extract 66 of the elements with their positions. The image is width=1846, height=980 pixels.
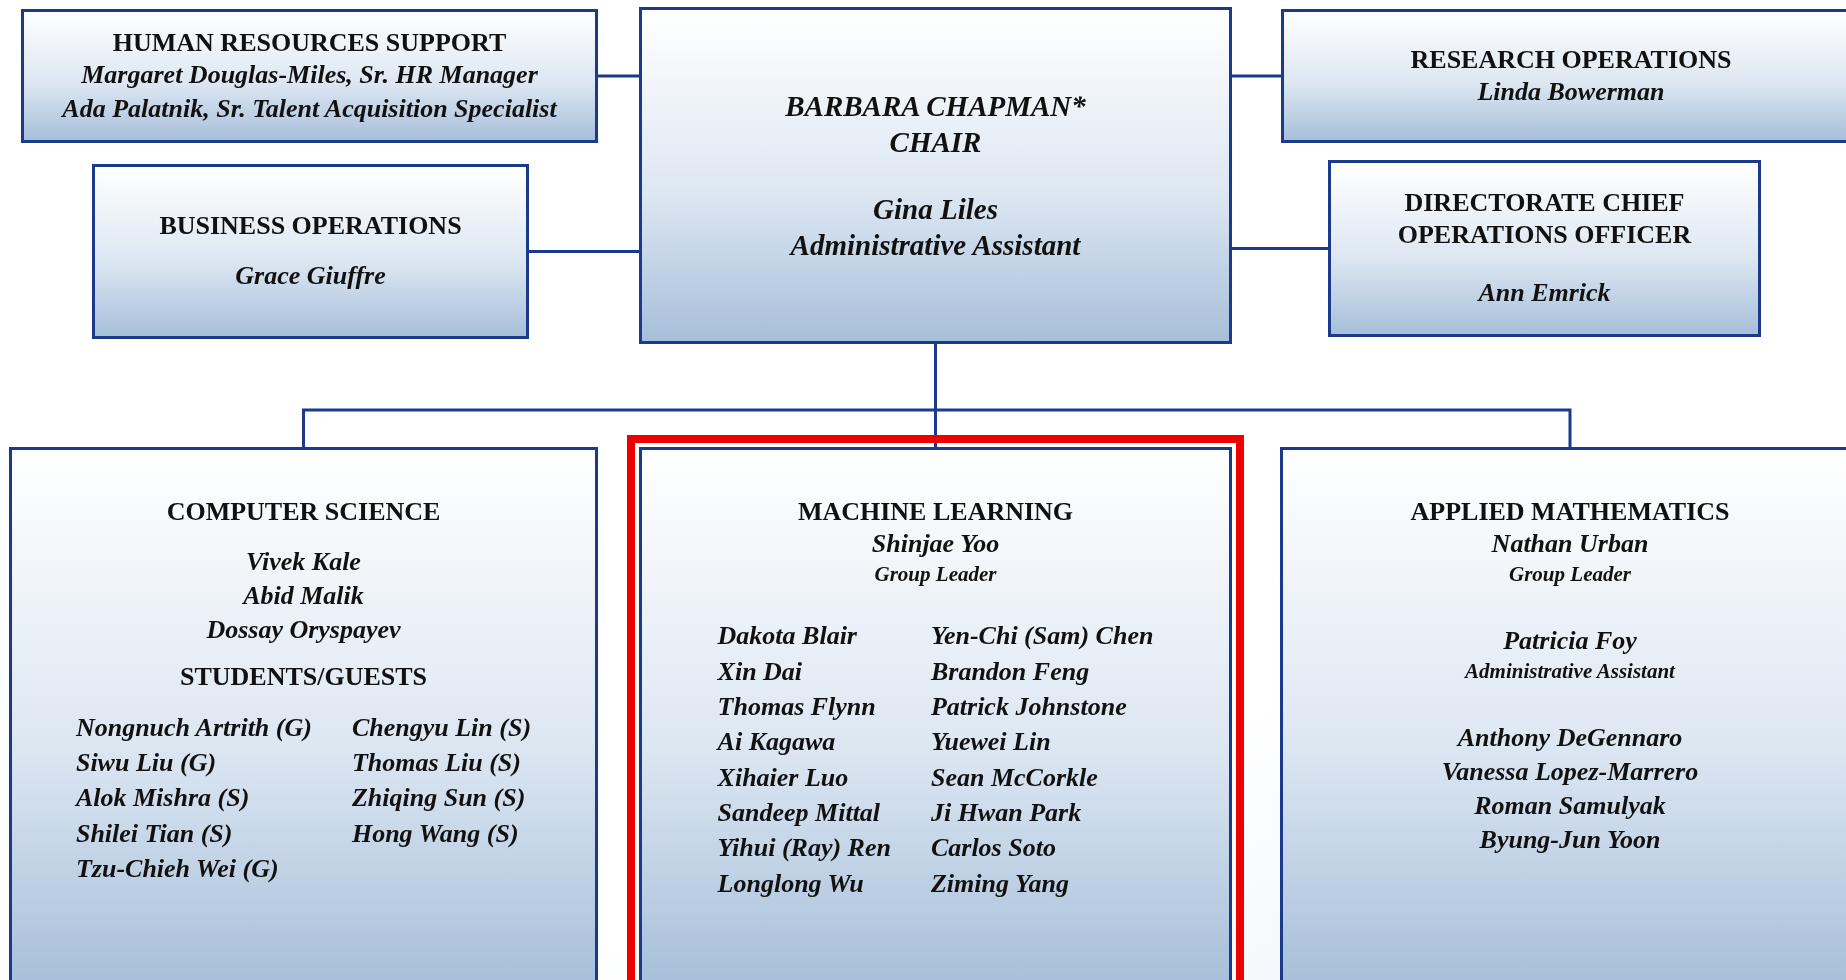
department-box — [1328, 160, 1761, 337]
person-name: Brandon Feng — [930, 655, 1091, 688]
person-name: Patrick Johnstone — [930, 691, 1128, 723]
person-name: Linda Bowerman — [1477, 75, 1665, 108]
person-name: Ji Hwan Park — [930, 797, 1083, 830]
person-name: BARBARA CHAPMAN* — [785, 89, 1086, 124]
person-name: Administrative Assistant — [790, 227, 1081, 263]
person-name: Sean McCorkle — [930, 761, 1099, 794]
connector-line — [598, 74, 639, 78]
heading: HUMAN RESOURCES SUPPORT — [112, 26, 507, 58]
person-name: Hong Wang (S) — [351, 817, 520, 850]
person-name: Xin Dai — [717, 655, 804, 688]
person-name: Zhiqing Sun (S) — [351, 782, 527, 815]
person-name: Alok Mishra (S) — [75, 782, 251, 815]
person-name: Dakota Blair — [717, 620, 858, 653]
connector-line — [1232, 74, 1281, 78]
job-title: Administrative Assistant — [1465, 658, 1675, 686]
heading: MACHINE LEARNING — [797, 496, 1074, 528]
heading: STUDENTS/GUESTS — [179, 660, 428, 692]
person-name: Byung-Jun Yoon — [1479, 823, 1661, 856]
person-name: Sandeep Mittal — [717, 797, 882, 830]
person-name: Gina Liles — [873, 191, 998, 227]
person-name: Nathan Urban — [1491, 528, 1649, 561]
department-box — [92, 164, 529, 339]
person-name: Ann Emrick — [1478, 276, 1611, 309]
person-name: CHAIR — [889, 125, 982, 161]
heading: BUSINESS OPERATIONS — [159, 210, 462, 242]
person-name: Shinjae Yoo — [871, 528, 1000, 561]
person-name: Yen-Chi (Sam) Chen — [930, 620, 1154, 653]
person-name: Siwu Liu (G) — [75, 747, 218, 780]
person-name: Vanessa Lopez-Marrero — [1441, 756, 1699, 789]
department-box — [21, 9, 598, 143]
person-name: Thomas Flynn — [717, 691, 877, 723]
person-name: Thomas Liu (S) — [351, 747, 522, 780]
person-name: Yihui (Ray) Ren — [717, 832, 891, 865]
person-name: Xihaier Luo — [717, 761, 850, 794]
person-name: Anthony DeGennaro — [1457, 722, 1683, 755]
person-name: Yuewei Lin — [930, 726, 1052, 759]
person-name: Grace Giuffre — [235, 260, 386, 293]
job-title: Group Leader — [1509, 561, 1631, 588]
person-name: Longlong Wu — [717, 867, 865, 900]
person-name: Vivek Kale — [246, 546, 361, 579]
person-name: Chengyu Lin (S) — [351, 711, 532, 744]
person-name: Ada Palatnik, Sr. Talent Acquisition Specialist — [62, 92, 557, 125]
person-name: Ziming Yang — [930, 867, 1070, 900]
heading: COMPUTER SCIENCE — [166, 496, 441, 528]
heading: APPLIED MATHEMATICS — [1410, 496, 1730, 528]
department-box — [1281, 9, 1846, 143]
person-name: Abid Malik — [243, 580, 364, 612]
heading: DIRECTORATE CHIEF OPERATIONS OFFICER — [1396, 187, 1693, 250]
person-name: Margaret Douglas-Miles, Sr. HR Manager — [81, 58, 538, 91]
person-name: Shilei Tian (S) — [75, 817, 234, 850]
person-name: Carlos Soto — [930, 832, 1057, 865]
person-name: Roman Samulyak — [1474, 789, 1666, 822]
department-box — [9, 447, 598, 980]
person-name: Patricia Foy — [1503, 625, 1637, 658]
person-name: Ai Kagawa — [717, 726, 837, 759]
person-name: Tzu-Chieh Wei (G) — [75, 853, 280, 886]
connector-line — [1232, 247, 1328, 250]
connector-line — [529, 250, 639, 253]
job-title: Group Leader — [874, 561, 997, 588]
person-name: Nongnuch Artrith (G) — [75, 711, 312, 744]
heading: RESEARCH OPERATIONS — [1410, 43, 1732, 75]
department-box — [1280, 447, 1846, 980]
department-box — [639, 7, 1232, 344]
person-name: Dossay Oryspayev — [206, 613, 401, 646]
